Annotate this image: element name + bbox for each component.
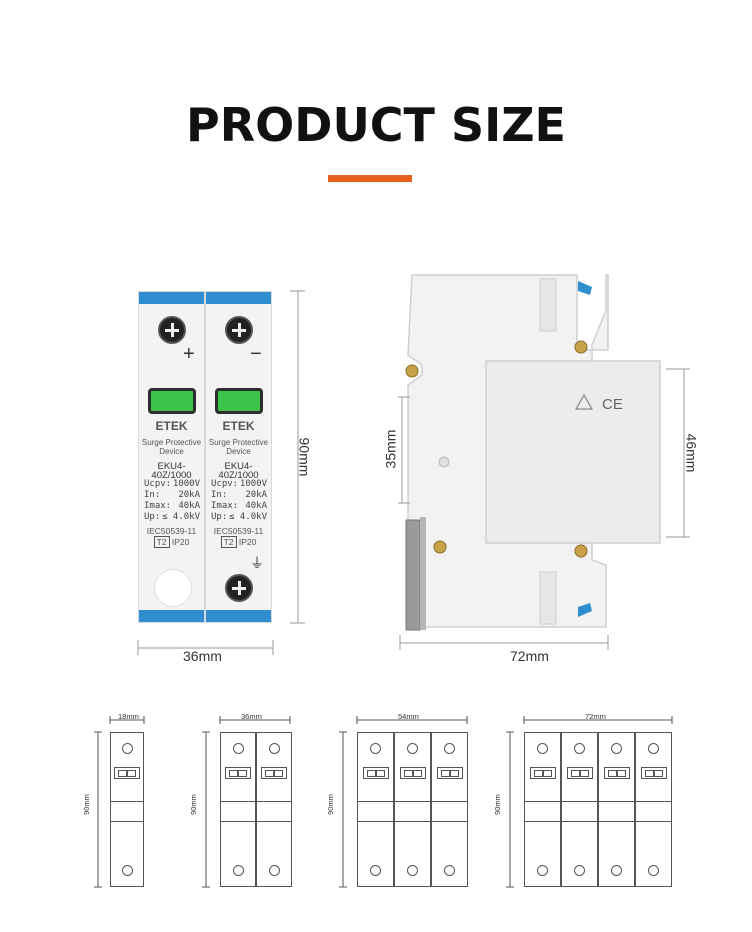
variant-pole	[524, 732, 561, 887]
class-ip-label: T2 IP20	[139, 536, 204, 548]
variant-pole	[598, 732, 635, 887]
class-ip-label: T2 IP20	[206, 536, 271, 548]
front-module-1: ETEK Surge Protective Device EKU4-40Z/10…	[138, 291, 205, 623]
variant-dimension-lines	[506, 716, 673, 888]
spec-row: Up:≤ 4.0kV	[211, 512, 267, 522]
variant-pole	[635, 732, 672, 887]
spec-row: Imax:40kA	[211, 501, 267, 511]
variant-height-label: 90mm	[492, 794, 502, 815]
standard-label: IEC50539-11	[146, 526, 197, 536]
variant-height-label: 90mm	[188, 794, 198, 815]
variant-pole	[431, 732, 468, 887]
blue-cap-bottom	[206, 610, 271, 622]
blue-cap-top	[206, 292, 271, 304]
front-module-2: ETEK Surge Protective Device EKU4-40Z/10…	[205, 291, 272, 623]
ground-icon: ⏚	[250, 555, 264, 571]
ce-mark: CE	[602, 396, 623, 413]
plus-sign: +	[183, 343, 195, 365]
spec-row: Ucpv:1000V	[144, 479, 200, 489]
variant-dimension-lines	[202, 716, 291, 888]
variant-dimension-lines	[339, 716, 468, 888]
front-width-label: 36mm	[183, 648, 222, 664]
device-name-line1: Surge Protective	[141, 438, 202, 447]
variant-dimension-lines	[94, 716, 145, 888]
front-height-label: 90mm	[296, 437, 313, 477]
spec-row: Ucpv:1000V	[211, 479, 267, 489]
device-name-line2: Device	[159, 447, 184, 456]
variant-height-label: 90mm	[325, 794, 335, 815]
screw-terminal-icon	[225, 316, 253, 344]
spec-row: Up:≤ 4.0kV	[144, 512, 200, 522]
brand-logo: ETEK	[222, 419, 255, 433]
standard-label: IEC50539-11	[213, 526, 264, 536]
device-name-line2: Device	[226, 447, 251, 456]
blue-cap-bottom	[139, 610, 204, 622]
rail-width-label: 35mm	[382, 429, 399, 469]
depth-label: 72mm	[510, 648, 549, 664]
blank-cover	[154, 569, 192, 607]
front-height-label: 46mm	[683, 433, 700, 473]
blue-cap-top	[139, 292, 204, 304]
variant-width-label: 36mm	[241, 712, 262, 721]
device-name-line1: Surge Protective	[208, 438, 269, 447]
variant-width-label: 54mm	[398, 712, 419, 721]
spec-row: Imax:40kA	[144, 501, 200, 511]
spec-row: In:20kA	[144, 490, 200, 500]
variant-pole	[394, 732, 431, 887]
variant-height-label: 90mm	[81, 794, 91, 815]
status-window	[215, 388, 263, 414]
status-window	[148, 388, 196, 414]
model-number: EKU4-40Z/1000	[151, 461, 192, 481]
variant-pole	[220, 732, 256, 887]
spec-row: In:20kA	[211, 490, 267, 500]
minus-sign: −	[250, 343, 262, 365]
title-underline	[328, 175, 412, 182]
variant-pole	[357, 732, 394, 887]
page-title: PRODUCT SIZE	[186, 98, 566, 152]
front-dimension-lines	[137, 290, 305, 655]
side-profile	[398, 274, 690, 650]
variant-pole	[561, 732, 598, 887]
variant-pole	[256, 732, 292, 887]
model-number: EKU4-40Z/1000	[218, 461, 259, 481]
variant-width-label: 18mm	[118, 712, 139, 721]
variant-width-label: 72mm	[585, 712, 606, 721]
ground-screw-icon	[225, 574, 253, 602]
screw-terminal-icon	[158, 316, 186, 344]
brand-logo: ETEK	[155, 419, 188, 433]
variant-pole	[110, 732, 144, 887]
